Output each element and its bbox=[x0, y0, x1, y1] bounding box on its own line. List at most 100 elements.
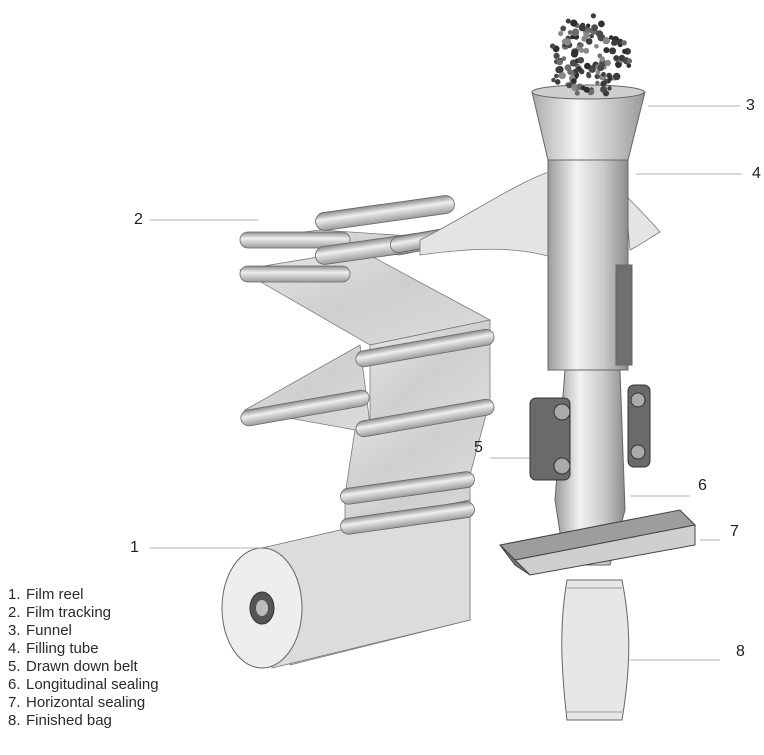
granule bbox=[595, 69, 601, 75]
granule bbox=[580, 85, 586, 91]
granule bbox=[589, 33, 594, 39]
granule bbox=[602, 37, 610, 44]
granule bbox=[563, 38, 571, 46]
granule bbox=[586, 23, 591, 28]
granule bbox=[585, 38, 593, 45]
granule bbox=[626, 58, 633, 64]
granule bbox=[603, 47, 610, 54]
leader-lines bbox=[150, 105, 742, 661]
legend-label: Drawn down belt bbox=[26, 658, 138, 675]
callout-4: 4 bbox=[752, 165, 761, 182]
granule bbox=[565, 18, 571, 24]
legend: 1. Film reel 2. Film tracking 3.Funnel 4. F… bbox=[8, 586, 159, 730]
legend-item: 6. Longitudinal sealing bbox=[8, 676, 159, 694]
granule bbox=[608, 75, 613, 81]
callout-6: 6 bbox=[698, 477, 707, 494]
granule bbox=[558, 72, 566, 80]
granule bbox=[578, 24, 586, 32]
granule bbox=[571, 50, 578, 58]
granule bbox=[601, 80, 607, 86]
granule bbox=[561, 56, 567, 61]
callout-3: 3 bbox=[746, 97, 755, 114]
callout-5: 5 bbox=[474, 439, 483, 456]
funnel bbox=[531, 84, 646, 161]
granule bbox=[581, 35, 588, 42]
legend-label: Filling tube bbox=[26, 640, 99, 657]
granule bbox=[609, 47, 617, 55]
granule bbox=[626, 63, 632, 68]
filling-tube bbox=[547, 159, 633, 566]
legend-label: Film reel bbox=[26, 586, 84, 603]
film-reel bbox=[221, 499, 471, 669]
legend-number: 5. bbox=[8, 658, 21, 675]
horizontal-sealing-jaws bbox=[498, 509, 697, 576]
granule bbox=[621, 40, 627, 46]
finished-bag bbox=[561, 579, 630, 721]
granule bbox=[596, 30, 604, 38]
legend-label: Longitudinal sealing bbox=[26, 676, 159, 693]
granule bbox=[599, 56, 606, 63]
legend-item: 7. Horizontal sealing bbox=[8, 694, 159, 712]
legend-item: 8. Finished bag bbox=[8, 712, 159, 730]
granule bbox=[567, 69, 573, 75]
granule bbox=[551, 77, 556, 83]
granule bbox=[597, 64, 605, 72]
legend-item: 3.Funnel bbox=[8, 622, 159, 640]
granule bbox=[590, 13, 597, 19]
granule bbox=[591, 24, 598, 32]
legend-item: 5. Drawn down belt bbox=[8, 658, 159, 676]
legend-label: Funnel bbox=[26, 622, 72, 639]
granule bbox=[613, 72, 621, 81]
legend-number: 2. bbox=[8, 604, 21, 621]
granule bbox=[555, 66, 563, 74]
granule bbox=[598, 20, 605, 28]
granule bbox=[570, 19, 578, 27]
callout-2: 2 bbox=[134, 211, 143, 228]
granule bbox=[578, 42, 584, 48]
granule bbox=[566, 82, 573, 89]
granule bbox=[622, 48, 628, 55]
forming-shoulder bbox=[419, 169, 661, 261]
granule bbox=[608, 35, 614, 40]
granule bbox=[577, 56, 585, 64]
granule bbox=[600, 86, 608, 93]
callout-8: 8 bbox=[736, 643, 745, 660]
granule bbox=[556, 58, 563, 66]
granule bbox=[594, 44, 599, 49]
granule bbox=[573, 68, 579, 74]
legend-number: 7. bbox=[8, 694, 21, 711]
legend-number: 4. bbox=[8, 640, 21, 657]
granule bbox=[553, 52, 560, 60]
legend-item: 2. Film tracking bbox=[8, 604, 159, 622]
legend-number: 1. bbox=[8, 586, 21, 603]
granule bbox=[611, 39, 618, 46]
legend-label: Film tracking bbox=[26, 604, 112, 621]
granule bbox=[594, 73, 600, 80]
granule bbox=[607, 86, 612, 91]
granule bbox=[584, 62, 591, 70]
granule bbox=[567, 30, 573, 35]
granule bbox=[583, 47, 590, 54]
draw-down-belts bbox=[529, 384, 651, 481]
granule bbox=[560, 25, 567, 32]
legend-number: 6. bbox=[8, 676, 21, 693]
granule bbox=[615, 62, 622, 69]
granule bbox=[586, 73, 592, 79]
legend-item: 4. Filling tube bbox=[8, 640, 159, 658]
granule bbox=[571, 29, 579, 37]
granule bbox=[571, 78, 577, 84]
legend-label: Horizontal sealing bbox=[26, 694, 146, 711]
granule bbox=[554, 73, 559, 79]
granule bbox=[554, 79, 561, 85]
callout-7: 7 bbox=[730, 523, 739, 540]
granule bbox=[549, 43, 556, 49]
callout-1: 1 bbox=[130, 539, 139, 556]
granule bbox=[601, 72, 606, 77]
legend-number: 8. bbox=[8, 712, 21, 729]
granule bbox=[558, 30, 564, 37]
legend-label: Finished bag bbox=[26, 712, 112, 729]
granule bbox=[613, 55, 620, 62]
granule bbox=[574, 90, 580, 96]
granule bbox=[604, 59, 611, 67]
